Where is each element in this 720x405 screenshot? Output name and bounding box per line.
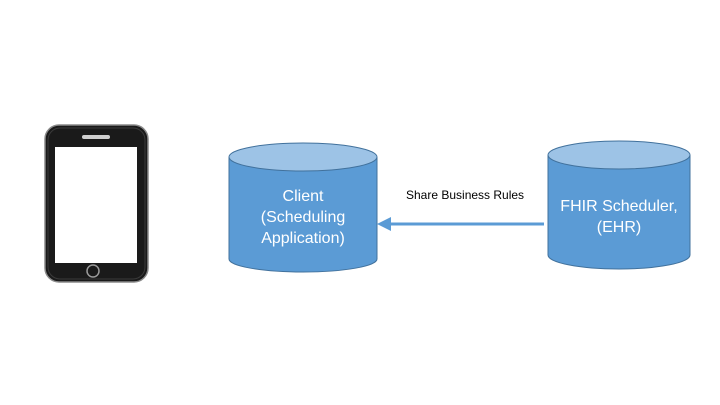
share-business-rules-label: Share Business Rules: [406, 188, 525, 202]
phone-home-button: [86, 264, 100, 278]
fhir-scheduler-label: FHIR Scheduler, (EHR): [560, 198, 678, 236]
share-business-rules-arrow: [377, 217, 544, 231]
client-label: Client (Scheduling Application): [260, 188, 346, 247]
fhir-scheduler-cylinder: [547, 140, 691, 270]
client-cylinder: [228, 142, 378, 273]
phone-screen: [55, 147, 137, 263]
smartphone-icon: [44, 124, 149, 283]
arrowhead: [377, 217, 391, 231]
phone-speaker: [82, 135, 110, 139]
